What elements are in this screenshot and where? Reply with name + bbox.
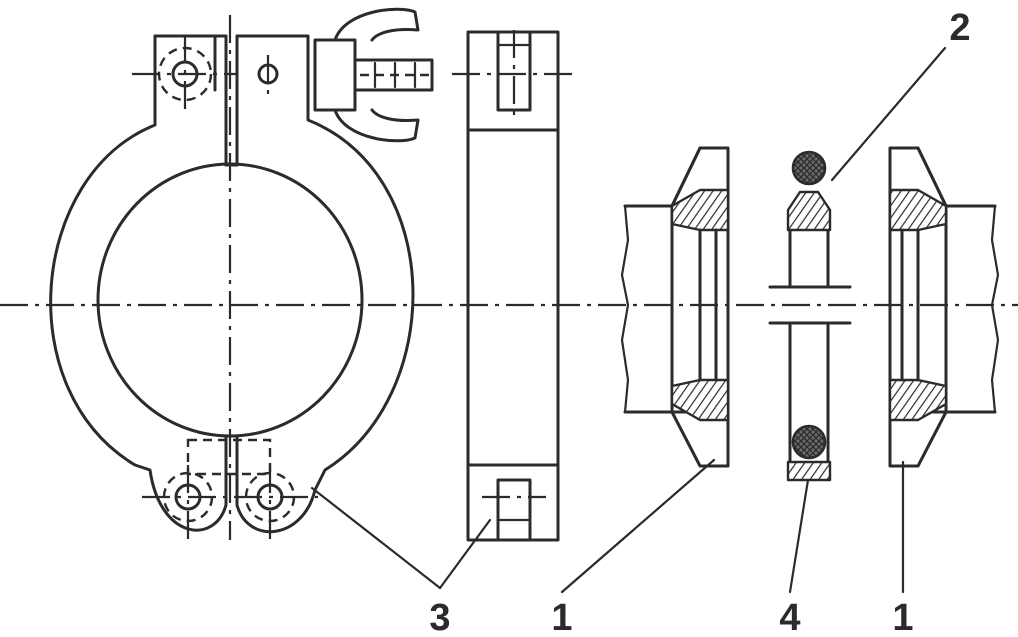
leader-part-3-front bbox=[310, 486, 442, 590]
callout-part-1-right: 1 bbox=[892, 597, 913, 637]
oring-bottom bbox=[791, 424, 827, 460]
left-flange-top-section bbox=[670, 188, 730, 232]
callout-part-1-left: 1 bbox=[551, 597, 572, 637]
left-flange bbox=[620, 146, 730, 468]
right-pipe-stub bbox=[916, 204, 997, 414]
clamp-front-view bbox=[49, 7, 434, 545]
ring-lower-section bbox=[786, 460, 832, 482]
leader-part-2 bbox=[830, 46, 947, 182]
side-view-top-slot bbox=[496, 30, 532, 112]
bolt-shank bbox=[353, 58, 434, 92]
wing-nut-upper-wing bbox=[333, 7, 420, 42]
left-flange-top-chamfer bbox=[670, 146, 702, 208]
ring-upper-section bbox=[786, 190, 832, 232]
callout-part-2: 2 bbox=[949, 7, 970, 49]
left-pipe-break-line bbox=[620, 204, 630, 414]
clamp-outer-profile bbox=[49, 34, 415, 534]
bottom-hinge bbox=[142, 438, 318, 545]
wing-nut bbox=[313, 7, 434, 143]
leader-part-3-side bbox=[438, 518, 492, 590]
centering-ring bbox=[768, 150, 852, 482]
wing-nut-body bbox=[313, 38, 357, 112]
leader-lines bbox=[310, 46, 947, 594]
left-pipe-stub bbox=[623, 204, 702, 414]
hinge-hidden-link bbox=[186, 438, 272, 476]
wing-nut-lower-wing bbox=[333, 108, 420, 143]
leader-part-4 bbox=[788, 478, 810, 594]
right-flange bbox=[888, 146, 1000, 468]
right-flange-bottom-section bbox=[888, 378, 948, 422]
right-pipe-break-line bbox=[990, 204, 1000, 414]
ring-upper-web bbox=[788, 226, 830, 287]
leader-part-1-left bbox=[560, 458, 716, 594]
right-flange-top-chamfer bbox=[916, 146, 948, 208]
right-flange-top-section bbox=[888, 188, 948, 232]
callout-part-3: 3 bbox=[429, 597, 450, 637]
clamp-top-left-ear bbox=[153, 34, 217, 92]
clamp-side-view bbox=[452, 30, 575, 542]
oring-top bbox=[791, 150, 827, 186]
left-flange-bottom-section bbox=[670, 378, 730, 422]
callout-part-4: 4 bbox=[779, 597, 800, 637]
side-view-bottom-slot bbox=[496, 478, 532, 542]
